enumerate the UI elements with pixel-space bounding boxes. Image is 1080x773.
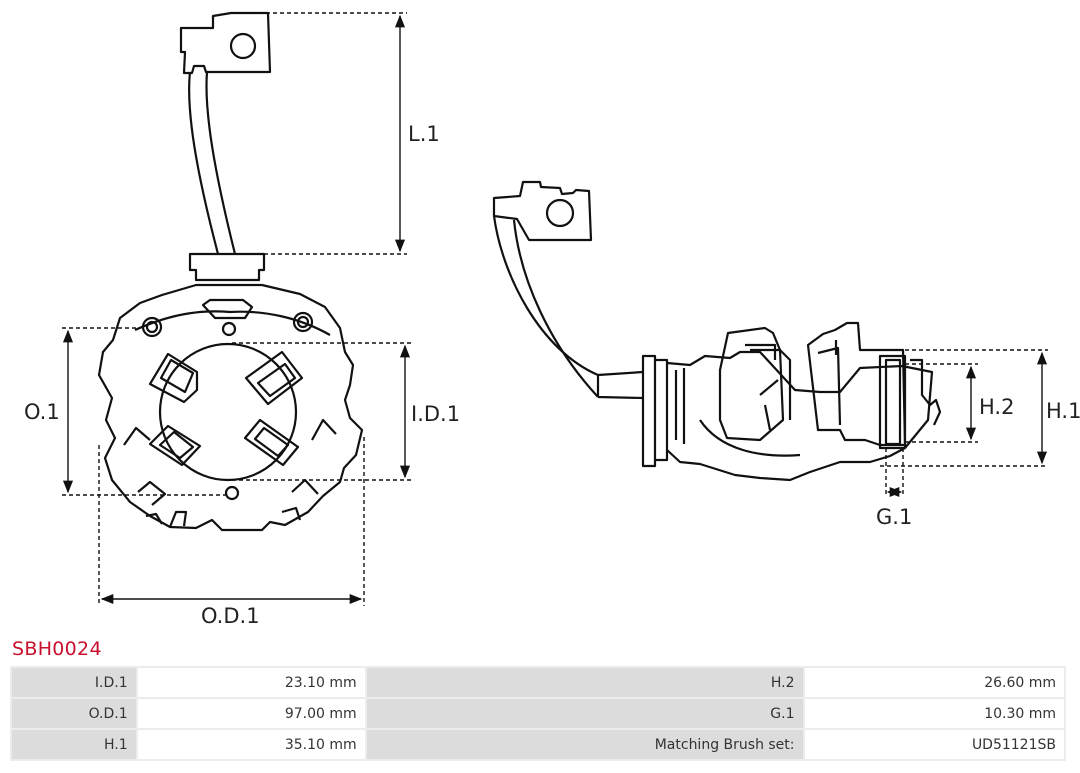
brush-holder-side-view — [492, 180, 942, 482]
spec-label: O.D.1 — [12, 699, 136, 728]
spec-value: 35.10 mm — [137, 730, 365, 759]
spec-label: G.1 — [366, 699, 803, 728]
spec-value: 97.00 mm — [137, 699, 365, 728]
spec-value: UD51121SB — [804, 730, 1064, 759]
spec-label: H.1 — [12, 730, 136, 759]
technical-drawing: L.1 O.1 I.D.1 O.D.1 H.2 H.1 G.1 — [24, 11, 1080, 628]
dimension-label-h1: H.1 — [1046, 399, 1080, 423]
table-row: H.1 35.10 mm Matching Brush set: UD51121… — [12, 730, 1064, 759]
brush-holder-top-view — [97, 11, 364, 532]
dimension-label-o1: O.1 — [24, 400, 60, 424]
dimension-label-l1: L.1 — [408, 122, 440, 146]
spec-label: Matching Brush set: — [366, 730, 803, 759]
part-code-title: SBH0024 — [12, 638, 102, 660]
spec-label: I.D.1 — [12, 668, 136, 697]
dimension-label-g1: G.1 — [876, 505, 912, 529]
spec-value: 23.10 mm — [137, 668, 365, 697]
spec-value: 26.60 mm — [804, 668, 1064, 697]
table-row: I.D.1 23.10 mm H.2 26.60 mm — [12, 668, 1064, 697]
spec-table: I.D.1 23.10 mm H.2 26.60 mm O.D.1 97.00 … — [10, 666, 1066, 761]
spec-label: H.2 — [366, 668, 803, 697]
dimension-lines — [62, 12, 1048, 606]
dimension-label-id1: I.D.1 — [411, 402, 460, 426]
spec-value: 10.30 mm — [804, 699, 1064, 728]
dimension-label-od1: O.D.1 — [201, 604, 260, 628]
dimension-label-h2: H.2 — [979, 395, 1014, 419]
table-row: O.D.1 97.00 mm G.1 10.30 mm — [12, 699, 1064, 728]
